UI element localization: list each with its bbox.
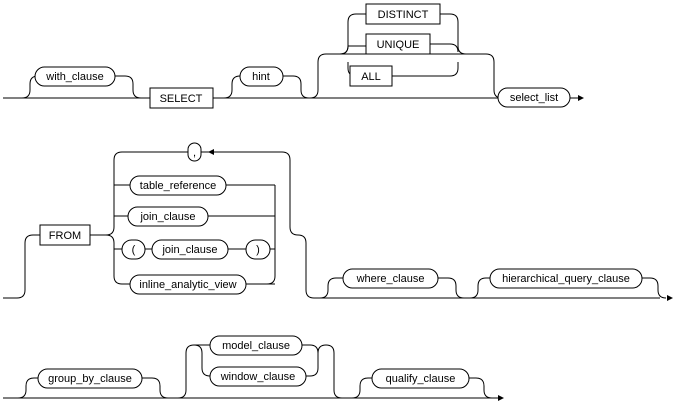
- all-keyword-label: ALL: [361, 71, 381, 83]
- left-paren-box: [121, 239, 146, 260]
- select-list-label: select_list: [510, 92, 558, 104]
- window-clause-node: [209, 366, 307, 387]
- row-3: group_by_clause model_clause window_clau…: [3, 335, 504, 401]
- inline-analytic-view-label: inline_analytic_view: [139, 279, 236, 291]
- qualify-clause-node: [371, 368, 470, 389]
- table-reference-node: [129, 175, 227, 196]
- from-keyword-label: FROM: [49, 230, 81, 242]
- join-clause-parenthesized-label: join_clause: [161, 244, 217, 256]
- comma-separator-label: ,: [193, 147, 196, 159]
- qualify-clause-label: qualify_clause: [386, 373, 456, 385]
- where-clause-node: [342, 268, 439, 289]
- select-keyword-label: SELECT: [160, 93, 203, 105]
- model-clause-node: [209, 335, 303, 356]
- with-clause-node: [34, 66, 116, 87]
- hierarchical-query-clause-node: [489, 268, 643, 289]
- hint-node: [239, 66, 284, 87]
- join-clause-label: join_clause: [139, 211, 195, 223]
- select-list-node: [497, 87, 571, 108]
- model-clause-label: model_clause: [222, 340, 290, 352]
- join-clause-node: [127, 206, 209, 227]
- select-keyword-box: [149, 87, 214, 109]
- distinct-keyword-label: DISTINCT: [378, 9, 429, 21]
- comma-separator-box: [187, 142, 202, 162]
- hint-label: hint: [252, 71, 270, 83]
- unique-keyword-label: UNIQUE: [377, 39, 420, 51]
- hierarchical-query-clause-label: hierarchical_query_clause: [502, 273, 630, 285]
- right-paren-label: ): [256, 244, 260, 256]
- left-paren-label: (: [132, 244, 136, 256]
- row-1: with_clause SELECT hint DISTINCT UNIQUE …: [3, 3, 584, 109]
- right-paren-box: [245, 239, 271, 260]
- distinct-keyword-box: [365, 3, 441, 25]
- row-2: FROM , table_reference join_clause ( joi…: [3, 142, 673, 301]
- window-clause-label: window_clause: [220, 371, 296, 383]
- inline-analytic-view-node: [129, 274, 247, 295]
- where-clause-label: where_clause: [356, 273, 425, 285]
- join-clause-parenthesized-node: [151, 239, 229, 260]
- all-keyword-box: [349, 65, 393, 87]
- with-clause-label: with_clause: [45, 71, 103, 83]
- unique-keyword-box: [365, 33, 431, 55]
- table-reference-label: table_reference: [140, 180, 216, 192]
- group-by-clause-node: [37, 368, 143, 389]
- group-by-clause-label: group_by_clause: [48, 373, 132, 385]
- from-keyword-box: [39, 224, 91, 246]
